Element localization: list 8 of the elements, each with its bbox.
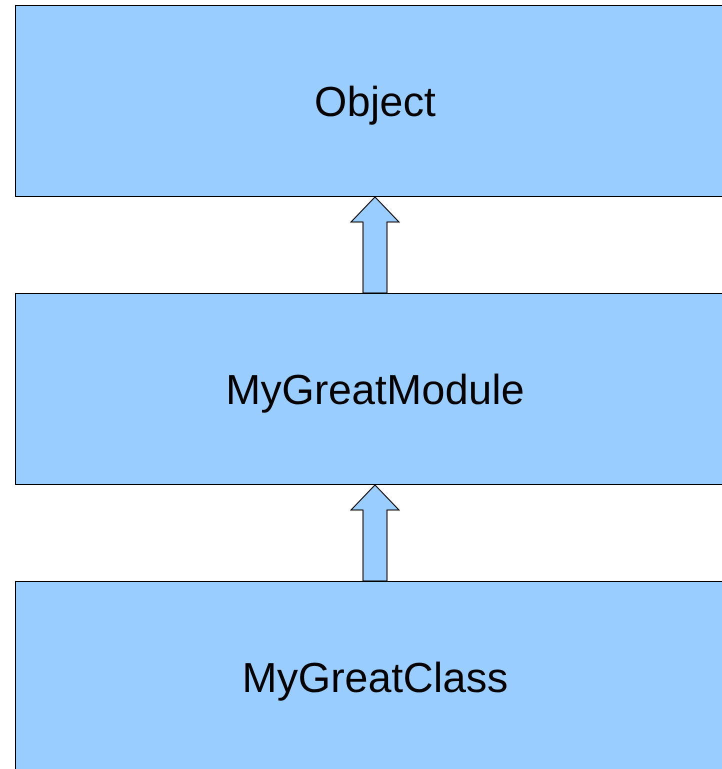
class-name: Object bbox=[314, 76, 436, 127]
class-box bbox=[15, 293, 722, 485]
class-name: MyGreatModule bbox=[226, 364, 524, 415]
class-name: MyGreatClass bbox=[242, 652, 508, 703]
class-box bbox=[15, 581, 722, 769]
class-box bbox=[15, 5, 722, 197]
block-arrow bbox=[350, 196, 400, 294]
block-arrow bbox=[350, 484, 400, 582]
